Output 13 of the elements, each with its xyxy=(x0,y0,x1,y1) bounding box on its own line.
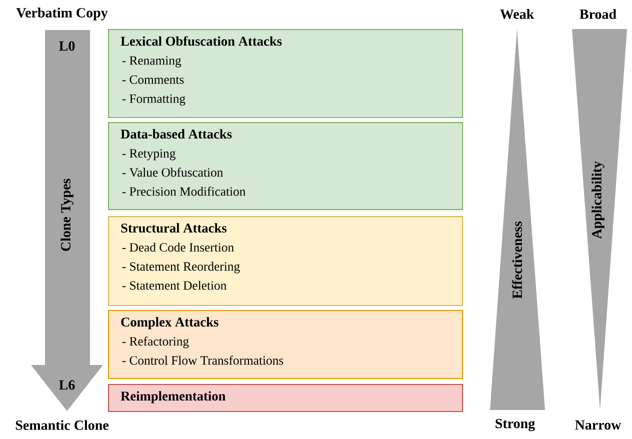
end-label: Weak xyxy=(500,9,534,19)
attack-box: Data-based Attacks - Retyping - Value Obfuscation - Precision Modification xyxy=(108,122,464,210)
end-label: Strong xyxy=(496,418,535,432)
end-label: Broad xyxy=(580,9,616,19)
gradient-triangle: Effectiveness xyxy=(490,29,545,410)
attack-box: Structural Attacks - Dead Code Insertion - Statement Reordering - Statement Deletion xyxy=(108,216,464,306)
end-label: Semantic Clone xyxy=(16,420,108,430)
end-label: Narrow xyxy=(575,420,622,430)
attack-box: Reimplementation xyxy=(108,384,464,412)
end-label: Verbatim Copy xyxy=(16,8,108,20)
attack-box: Complex Attacks - Refactoring - Control Flow Transformations xyxy=(108,310,464,380)
gradient-triangle: Applicability xyxy=(572,29,627,410)
attack-box: Lexical Obfuscation Attacks - Renaming - Comments - Formatting xyxy=(108,29,464,118)
